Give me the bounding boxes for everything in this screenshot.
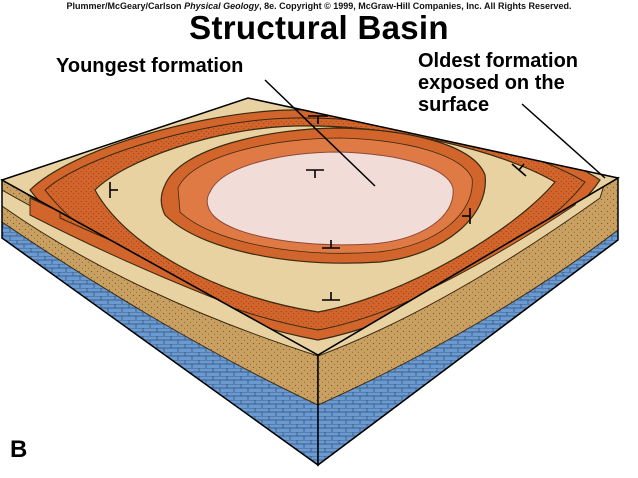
copyright-credit: Plummer/McGeary/Carlson Physical Geology… (0, 1, 638, 11)
leader-line-youngest (264, 79, 376, 187)
credit-authors: Plummer/McGeary/Carlson (66, 1, 182, 11)
label-oldest-line-1: Oldest formation (418, 50, 579, 72)
strike-dip-center (306, 169, 324, 178)
credit-book: Physical Geology (184, 1, 260, 11)
strike-dip-south (322, 292, 340, 301)
strike-dip-symbols (109, 115, 527, 301)
strike-dip-east (462, 208, 471, 224)
label-oldest-formation: Oldest formation exposed on the surface (418, 50, 633, 116)
label-oldest-line-3: surface (418, 94, 490, 116)
panel-letter: B (10, 436, 28, 463)
leader-line-oldest (521, 103, 606, 179)
strike-dip-north (308, 115, 328, 124)
top-surface (2, 98, 618, 355)
label-youngest-formation: Youngest formation (56, 55, 244, 77)
label-oldest-line-2: exposed on the (418, 72, 565, 94)
diagram-title: Structural Basin (189, 9, 449, 46)
strike-dip-inner-south (322, 240, 340, 249)
credit-rest: , 8e. Copyright © 1999, McGraw-Hill Comp… (259, 1, 572, 11)
strike-dip-northeast (511, 163, 527, 177)
strike-dip-west (109, 182, 118, 198)
